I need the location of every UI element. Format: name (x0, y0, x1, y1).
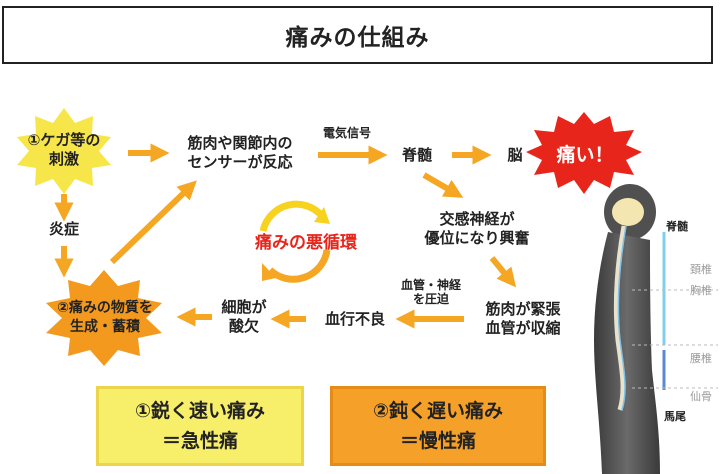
body-silhouette (594, 184, 660, 474)
dull-pain-box: ②鈍く遅い痛み ＝慢性痛 (330, 386, 546, 466)
title-box: 痛みの仕組み (2, 6, 713, 64)
label-signal: 電気信号 (322, 126, 371, 140)
arrow-substances-sensor (109, 180, 197, 265)
spine-label-cauda: 馬尾 (664, 410, 686, 423)
node-bloodflow: 血行不良 (324, 310, 385, 328)
spine-label-thoracic: 胸椎 (690, 284, 712, 297)
node-substances: ②痛みの物質を 生成・蓄積 (48, 299, 162, 337)
arrow-spinal-sympathetic (422, 172, 464, 198)
node-substances-line2: 生成・蓄積 (70, 319, 140, 335)
sharp-pain-box: ①鋭く速い痛み ＝急性痛 (96, 386, 304, 466)
cycle-label: 痛みの悪循環 (255, 233, 357, 253)
node-inflammation: 炎症 (48, 220, 79, 238)
node-muscle-line2: 血管が収縮 (485, 319, 561, 337)
node-sympathetic-line2: 優位になり興奮 (424, 229, 530, 247)
spine-label-sacrum: 仙骨 (690, 390, 712, 403)
node-muscle: 筋肉が緊張 血管が収縮 (468, 300, 578, 338)
spine-dividers (632, 289, 718, 389)
node-injury: ①ケガ等の 刺激 (16, 131, 112, 169)
dull-pain-line2: ＝慢性痛 (399, 430, 476, 452)
node-sympathetic-line1: 交感神経が (439, 210, 515, 228)
node-injury-line2: 刺激 (48, 150, 79, 168)
node-spinal-cord: 脊髄 (401, 146, 432, 164)
node-muscle-line1: 筋肉が緊張 (485, 300, 561, 318)
label-compress: 血管・神経 を圧迫 (396, 278, 466, 306)
node-substances-line1: ②痛みの物質を (57, 300, 153, 316)
arrow-sympathetic-muscle (489, 256, 517, 288)
node-cells-line1: 細胞が (221, 298, 267, 316)
label-compress-line1: 血管・神経 (400, 278, 461, 292)
label-compress-line2: を圧迫 (412, 292, 449, 306)
dull-pain-line1: ②鈍く遅い痛み (372, 400, 504, 422)
node-pain: 痛い！ (556, 144, 614, 166)
substances-starburst (46, 270, 162, 366)
node-sensor: 筋肉や関節内の センサーが反応 (166, 134, 314, 172)
sharp-pain-line2: ＝急性痛 (161, 430, 238, 452)
node-cells: 細胞が 酸欠 (212, 298, 276, 336)
node-cells-line2: 酸欠 (228, 317, 259, 335)
sharp-pain-line1: ①鋭く速い痛み (134, 400, 266, 422)
spine-label-cervical: 頚椎 (690, 263, 712, 276)
node-sensor-line1: 筋肉や関節内の (187, 134, 293, 152)
node-sympathetic: 交感神経が 優位になり興奮 (412, 210, 542, 248)
node-sensor-line2: センサーが反応 (187, 153, 293, 171)
node-injury-line1: ①ケガ等の (27, 131, 101, 149)
pain-burst (526, 112, 642, 194)
spine-label-lumbar: 腰椎 (690, 352, 712, 365)
injury-starburst (17, 108, 111, 194)
cycle-arrows (259, 200, 331, 283)
node-brain: 脳 (507, 146, 523, 164)
spine-label-spinal-cord: 脊髄 (666, 220, 688, 233)
page-title: 痛みの仕組み (285, 25, 430, 51)
